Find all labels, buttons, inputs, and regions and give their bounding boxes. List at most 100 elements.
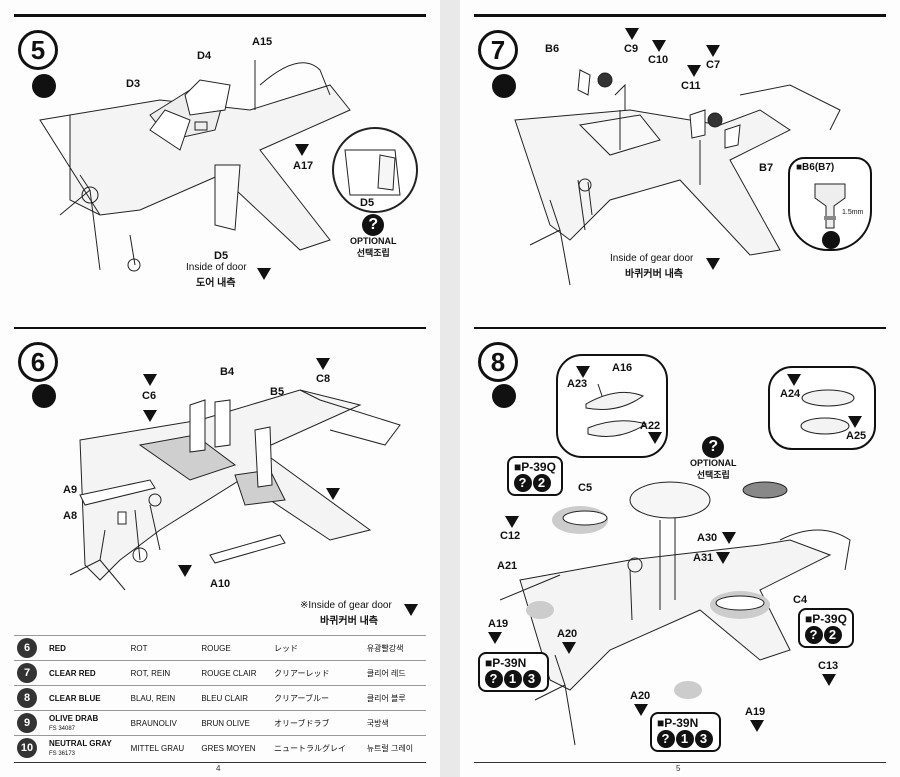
paint-badge-c6-top [143,374,157,387]
color-name-jp: オリーブドラブ [274,718,330,728]
question-icon: ? [362,214,385,236]
question-icon: ? [514,474,532,492]
color-name-ko: 뉴트럴 그레이 [366,743,414,753]
step-number-5: 5 [18,30,58,70]
cement-icon [492,74,516,98]
label-a20: A20 [557,628,578,640]
option-3-icon: 3 [695,730,713,748]
question-icon: ? [657,730,675,748]
paint-badge-low [178,565,192,578]
variant-title: ■P-39Q [514,460,556,474]
color-name-fr: ROUGE [201,643,231,653]
variant-tag-p39q-right: ■P-39Q ?2 [798,608,854,648]
cement-icon [492,384,516,408]
cement-icon [32,384,56,408]
color-number: 10 [17,738,37,758]
aircraft-drawing-step5 [39,60,418,272]
detail-bubble-b6: ■B6(B7) 1.5mm [788,157,872,251]
label-a22: A22 [640,420,661,432]
fs-code: FS 36173 [49,751,76,757]
label-a24: A24 [780,388,801,400]
paint-badge-a20b [634,704,648,717]
bomb-detail-bubble [768,366,876,450]
label-a16: A16 [612,362,633,374]
label-c9: C9 [624,43,639,55]
paint-badge-a17 [295,144,309,157]
color-name-fr: BLEU CLAIR [201,693,249,703]
label-d3: D3 [126,78,141,90]
page-gutter [440,0,460,777]
cement-icon [32,74,56,98]
detail-label: ■B6(B7) [796,162,835,173]
variant-title: ■P-39N [657,716,699,730]
label-a10: A10 [210,578,231,590]
right-mid-rule [474,327,886,329]
paint-badge-a30 [722,532,736,545]
variant-title: ■P-39N [485,656,527,670]
color-number: 9 [17,713,37,733]
question-icon: ? [702,436,725,458]
label-a25: A25 [846,430,867,442]
door-note-en: Inside of door [186,262,247,273]
paint-badge-c11 [687,65,701,78]
step-number-6: 6 [18,342,58,382]
label-a19b: A19 [745,706,766,718]
label-a31: A31 [693,552,714,564]
optional-label-ko-8: 선택조립 [696,470,730,480]
optional-label-ko: 선택조립 [356,248,390,258]
left-top-rule [14,14,426,17]
color-name-de: ROT, REIN [130,668,171,678]
label-a19: A19 [488,618,509,630]
paint-badge-a19b [750,720,764,733]
color-name-de: MITTEL GRAU [130,743,185,753]
question-icon: ? [805,626,823,644]
paint-badge-door [257,268,271,281]
label-a23: A23 [567,378,588,390]
paint-badge-c8 [316,358,330,371]
label-a15: A15 [252,36,273,48]
color-name-ko: 유광빨강색 [366,643,404,653]
label-b7: B7 [759,162,774,174]
drill-detail-drawing [814,183,846,229]
gear-note-en-7: Inside of gear door [610,253,694,264]
label-b4: B4 [220,366,235,378]
door-note-ko: 도어 내측 [196,278,236,289]
label-c5: C5 [578,482,593,494]
color-name-de: ROT [130,643,148,653]
paint-badge-wing [143,410,157,423]
optional-label-en-8: OPTIONAL [690,458,737,468]
page-number-left: 4 [216,764,221,773]
step-number-7: 7 [478,30,518,70]
paint-badge-c13 [822,674,836,687]
label-c13: C13 [818,660,839,672]
gear-note-ko-7: 바퀴커버 내측 [625,269,683,280]
page-number-right: 5 [676,764,681,773]
color-name-ko: 클리어 레드 [366,668,406,678]
variant-tag-p39q-top: ■P-39Q ?2 [507,456,563,496]
color-name-en: CLEAR BLUE [49,693,101,703]
optional-marker-step8: ? OPTIONAL 선택조립 [690,436,737,481]
paint-badge-c7 [706,45,720,58]
optional-marker-step5: ? OPTIONAL 선택조립 [350,214,397,259]
detail-dimension: 1.5mm [842,209,864,216]
label-d5-inset: D5 [360,197,375,209]
label-b5: B5 [270,386,285,398]
paint-badge-a22 [648,432,662,445]
drop-tank-parts-drawing [585,383,648,437]
label-a8: A8 [63,510,78,522]
label-c6: C6 [142,390,157,402]
color-name-jp: クリアーレッド [274,668,330,678]
label-a17: A17 [293,160,314,172]
color-number: 8 [17,688,37,708]
paint-badge-a31 [716,552,730,565]
label-c4: C4 [793,594,808,606]
color-name-en: RED [49,643,66,653]
paint-badge-a16 [576,366,590,379]
